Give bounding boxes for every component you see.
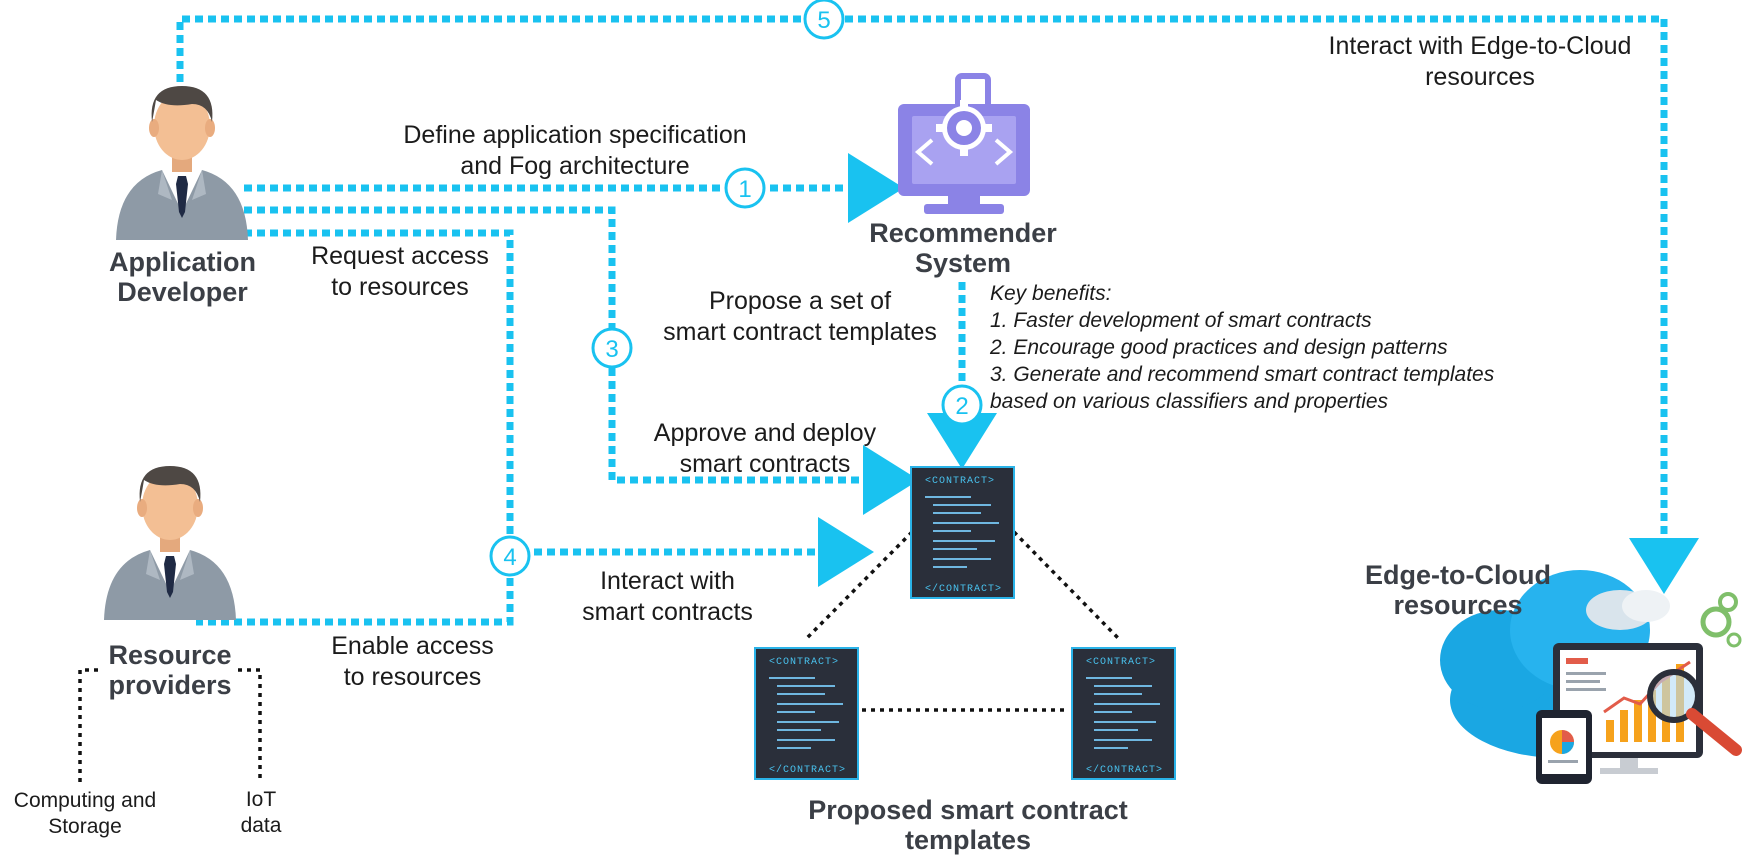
contract-top-icon: <CONTRACT> </CONTRACT> bbox=[910, 466, 1015, 599]
key-benefit-1: 1. Faster development of smart contracts bbox=[990, 309, 1372, 332]
flow-request-label: Request access to resources bbox=[311, 242, 489, 301]
edge-cloud-label: Edge-to-Cloud resources bbox=[1365, 560, 1551, 620]
flow-lines bbox=[176, 15, 1664, 626]
key-benefit-3: 3. Generate and recommend smart contract… bbox=[990, 363, 1495, 386]
step-4-circle bbox=[489, 535, 531, 577]
app-developer-label: Application Developer bbox=[109, 247, 256, 307]
templates-label: Proposed smart contract templates bbox=[808, 795, 1128, 855]
svg-text:</CONTRACT>: </CONTRACT> bbox=[925, 583, 1002, 595]
flow-interact-contracts-label: Interact with smart contracts bbox=[582, 567, 753, 626]
svg-text:<CONTRACT>: <CONTRACT> bbox=[925, 476, 995, 487]
svg-text:<CONTRACT>: <CONTRACT> bbox=[1086, 657, 1156, 668]
step-circles: 1 2 3 4 5 bbox=[489, 0, 983, 577]
recommender-monitor-icon bbox=[898, 73, 1030, 214]
contract-right-icon: <CONTRACT> </CONTRACT> bbox=[1071, 647, 1176, 780]
contract-left-icon: <CONTRACT> </CONTRACT> bbox=[754, 647, 859, 780]
provider-person-icon bbox=[104, 466, 236, 620]
flow-propose-label: Propose a set of smart contract template… bbox=[663, 287, 937, 346]
step-2-label: 2 bbox=[955, 393, 968, 420]
step-1-label: 1 bbox=[738, 176, 751, 203]
key-benefit-2: 2. Encourage good practices and design p… bbox=[990, 336, 1448, 359]
svg-text:</CONTRACT>: </CONTRACT> bbox=[769, 764, 846, 776]
flow-edge bbox=[176, 15, 1664, 580]
resource-providers-label: Resource providers bbox=[108, 640, 232, 700]
step-4-label: 4 bbox=[503, 544, 516, 571]
flow-approve bbox=[608, 368, 919, 515]
key-benefit-3-cont: based on various classifiers and propert… bbox=[990, 390, 1389, 413]
developer-person-icon bbox=[116, 86, 248, 240]
flow-request-enable bbox=[196, 229, 514, 626]
key-benefits-heading: Key benefits: bbox=[990, 282, 1112, 305]
key-benefits: Key benefits: 1. Faster development of s… bbox=[990, 280, 1494, 415]
edge-cloud-icon bbox=[1440, 570, 1742, 784]
provider-bracket bbox=[78, 668, 262, 782]
svg-text:</CONTRACT>: </CONTRACT> bbox=[1086, 764, 1163, 776]
flow-define-label: Define application specification and Fog… bbox=[403, 121, 747, 180]
template-links bbox=[803, 530, 1122, 712]
step-5-label: 5 bbox=[817, 7, 830, 34]
svg-text:<CONTRACT>: <CONTRACT> bbox=[769, 657, 839, 668]
iot-label: IoT data bbox=[240, 788, 282, 837]
computing-label: Computing and Storage bbox=[13, 789, 157, 838]
step-3-label: 3 bbox=[605, 336, 618, 363]
step-5-circle bbox=[803, 0, 845, 40]
flow-approve-label: Approve and deploy smart contracts bbox=[653, 419, 877, 478]
step-2-circle bbox=[941, 384, 983, 426]
flow-enable-label: Enable access to resources bbox=[331, 632, 494, 691]
flow-interact-edge-label: Interact with Edge-to-Cloud resources bbox=[1328, 32, 1632, 91]
step-3-circle bbox=[591, 327, 633, 369]
step-1-circle bbox=[724, 167, 766, 209]
flow-propose bbox=[244, 206, 616, 328]
recommender-label: Recommender System bbox=[869, 218, 1057, 278]
